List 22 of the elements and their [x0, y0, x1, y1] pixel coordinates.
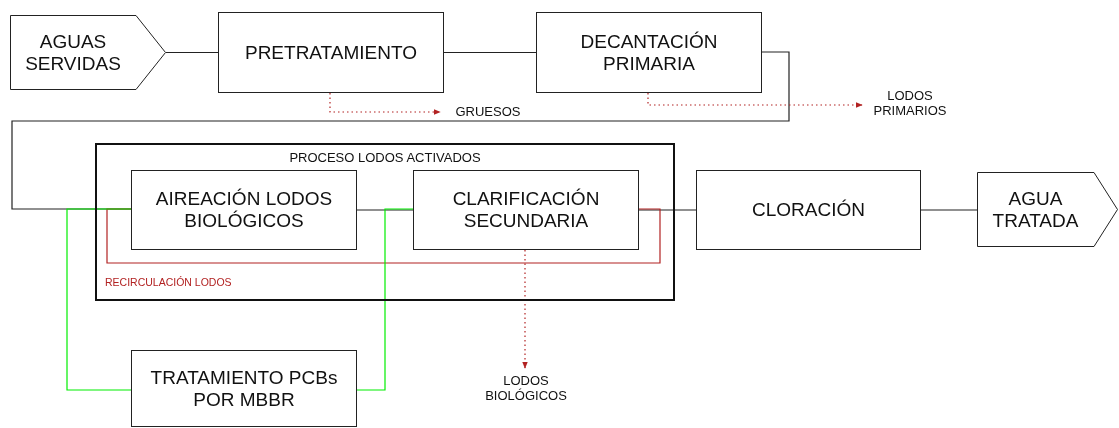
- process-box: [218, 12, 444, 93]
- process-label: PRETRATAMIENTO: [244, 41, 418, 64]
- process-box: [413, 170, 639, 250]
- process-box: [696, 170, 921, 250]
- output-label: LODOS PRIMARIOS: [872, 89, 948, 119]
- process-label: TRATAMIENTO PCBs POR MBBR: [149, 366, 339, 411]
- process-box: [131, 350, 357, 427]
- process-box: [131, 170, 357, 250]
- process-label: CLARIFICACIÓN SECUNDARIA: [451, 188, 601, 232]
- process-label: AIREACIÓN LODOS BIOLÓGICOS: [154, 188, 334, 232]
- process-box: [536, 12, 762, 93]
- group-heading: PROCESO LODOS ACTIVADOS: [289, 151, 481, 166]
- process-label: CLORACIÓN: [752, 199, 865, 221]
- output-pentagon: [977, 172, 1118, 247]
- process-group-frame: [95, 143, 675, 301]
- process-label: DECANTACIÓN PRIMARIA: [579, 30, 719, 75]
- process-label: AGUA TRATADA: [991, 187, 1080, 232]
- input-pentagon: [10, 15, 166, 90]
- output-label: GRUESOS: [455, 104, 521, 120]
- edge-label: RECIRCULACIÓN LODOS: [104, 276, 233, 288]
- output-label: LODOS BIOLÓGICOS: [484, 374, 568, 404]
- process-label: AGUAS SERVIDAS: [24, 30, 122, 75]
